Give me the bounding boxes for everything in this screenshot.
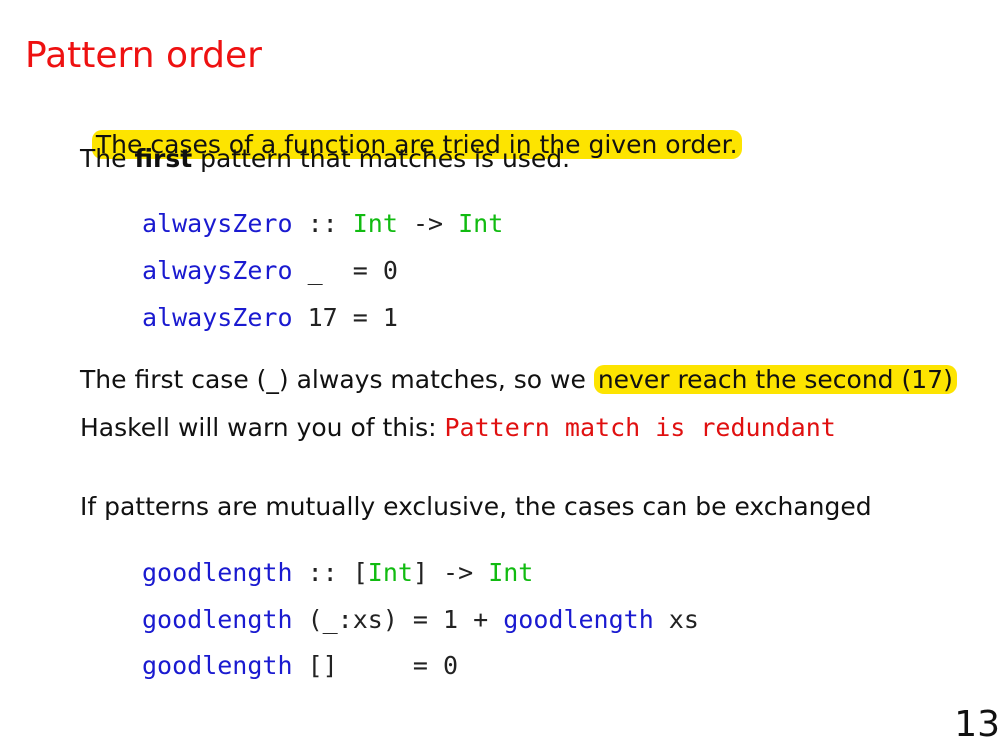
type-name: Int <box>367 558 413 587</box>
type-sep: :: [ <box>292 558 368 587</box>
emphasis-first: first <box>134 144 193 173</box>
code-rest: [] = 0 <box>292 651 459 680</box>
type-name: Int <box>458 209 504 238</box>
highlighted-intro: The cases of a function are tried in the… <box>91 130 742 159</box>
intro-line-1: The cases of a function are tried in the… <box>80 94 742 162</box>
arrow: -> <box>397 209 459 238</box>
slide-title: Pattern order <box>25 35 262 76</box>
function-name: goodlength <box>142 651 293 680</box>
function-name: alwaysZero <box>142 209 293 238</box>
type-name: Int <box>352 209 398 238</box>
type-name: Int <box>488 558 534 587</box>
code-mid: (_:xs) = 1 + <box>292 605 504 634</box>
function-name: goodlength <box>503 605 654 634</box>
warning-pre: Haskell will warn you of this: <box>80 413 445 442</box>
code-rest: 17 = 1 <box>292 303 398 332</box>
code-line-goodlength-case-1: goodlength (_:xs) = 1 + goodlength xs <box>142 603 699 637</box>
function-name: alwaysZero <box>142 256 293 285</box>
code-rest: xs <box>653 605 699 634</box>
code-line-alwayszero-signature: alwaysZero :: Int -> Int <box>142 207 503 241</box>
warning-message: Pattern match is redundant <box>444 413 836 442</box>
function-name: goodlength <box>142 605 293 634</box>
function-name: alwaysZero <box>142 303 293 332</box>
code-rest: _ = 0 <box>292 256 398 285</box>
code-line-alwayszero-case-2: alwaysZero 17 = 1 <box>142 301 398 335</box>
intro-line-2: The first pattern that matches is used. <box>80 142 570 176</box>
arrow: ] -> <box>412 558 489 587</box>
page-number: 13 <box>954 704 1000 745</box>
highlighted-explanation: never reach the second (17) <box>593 365 957 394</box>
intro-line-2-pre: The <box>80 144 135 173</box>
intro-line-2-post: pattern that matches is used. <box>192 144 571 173</box>
explanation-pre: The first case (_) always matches, so we <box>80 365 594 394</box>
warning-line: Haskell will warn you of this: Pattern m… <box>80 411 836 445</box>
exclusive-line: If patterns are mutually exclusive, the … <box>80 492 872 521</box>
code-line-alwayszero-case-1: alwaysZero _ = 0 <box>142 254 398 288</box>
function-name: goodlength <box>142 558 293 587</box>
explanation-line: The first case (_) always matches, so we… <box>80 363 957 397</box>
type-sep: :: <box>292 209 353 238</box>
code-line-goodlength-signature: goodlength :: [Int] -> Int <box>142 556 533 590</box>
code-line-goodlength-case-2: goodlength [] = 0 <box>142 649 458 683</box>
